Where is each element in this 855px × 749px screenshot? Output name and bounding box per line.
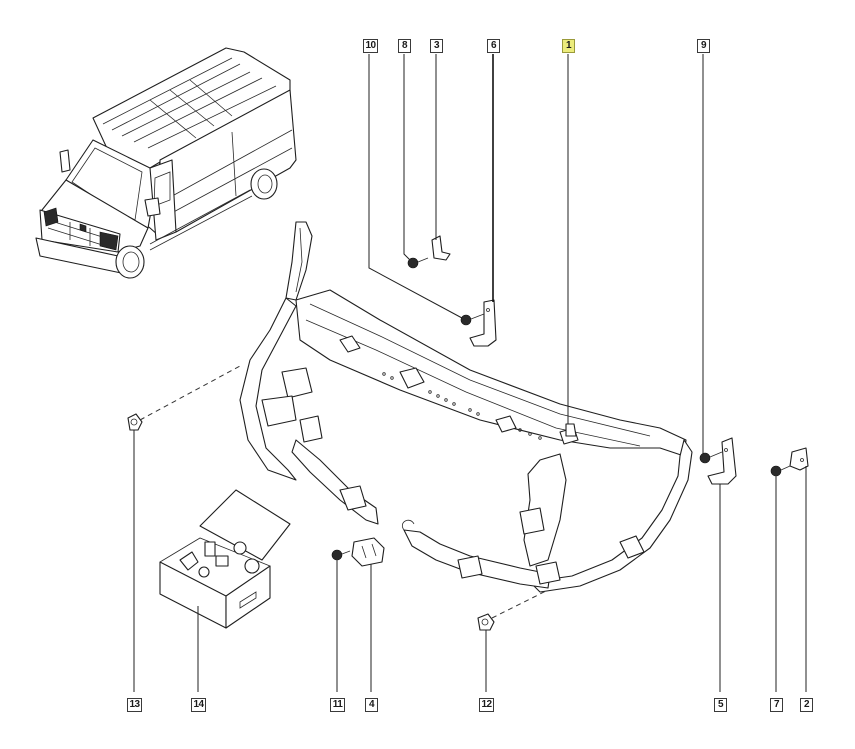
part-14-kit-box[interactable] bbox=[159, 489, 291, 629]
callout-5[interactable]: 5 bbox=[714, 698, 727, 712]
callout-3[interactable]: 3 bbox=[430, 39, 443, 53]
callout-10[interactable]: 10 bbox=[363, 39, 378, 53]
part-9-screw[interactable] bbox=[699, 451, 723, 464]
leader-lines bbox=[133, 54, 807, 692]
part-5-bracket[interactable] bbox=[707, 437, 737, 485]
van-illustration bbox=[35, 47, 297, 279]
callout-7[interactable]: 7 bbox=[770, 698, 783, 712]
front-end-carrier-frame[interactable] bbox=[239, 221, 693, 593]
part-11-screw[interactable] bbox=[331, 549, 351, 561]
part-12-clip[interactable] bbox=[477, 613, 495, 631]
callout-1[interactable]: 1 bbox=[562, 39, 575, 53]
part-3-bracket[interactable] bbox=[431, 235, 451, 261]
callout-6[interactable]: 6 bbox=[487, 39, 500, 53]
callout-13[interactable]: 13 bbox=[127, 698, 142, 712]
callout-2[interactable]: 2 bbox=[800, 698, 813, 712]
part-13-clip[interactable] bbox=[127, 413, 143, 431]
callout-9[interactable]: 9 bbox=[697, 39, 710, 53]
callout-8[interactable]: 8 bbox=[398, 39, 411, 53]
callout-14[interactable]: 14 bbox=[191, 698, 206, 712]
part-8-screw[interactable] bbox=[407, 257, 429, 269]
callout-4[interactable]: 4 bbox=[365, 698, 378, 712]
part-10-screw[interactable] bbox=[460, 313, 485, 326]
callout-12[interactable]: 12 bbox=[479, 698, 494, 712]
callout-11[interactable]: 11 bbox=[330, 698, 345, 712]
part-2-bracket[interactable] bbox=[789, 447, 809, 471]
part-4-bracket[interactable] bbox=[351, 537, 385, 567]
part-7-screw[interactable] bbox=[770, 465, 791, 477]
part-6-bracket[interactable] bbox=[469, 299, 497, 347]
